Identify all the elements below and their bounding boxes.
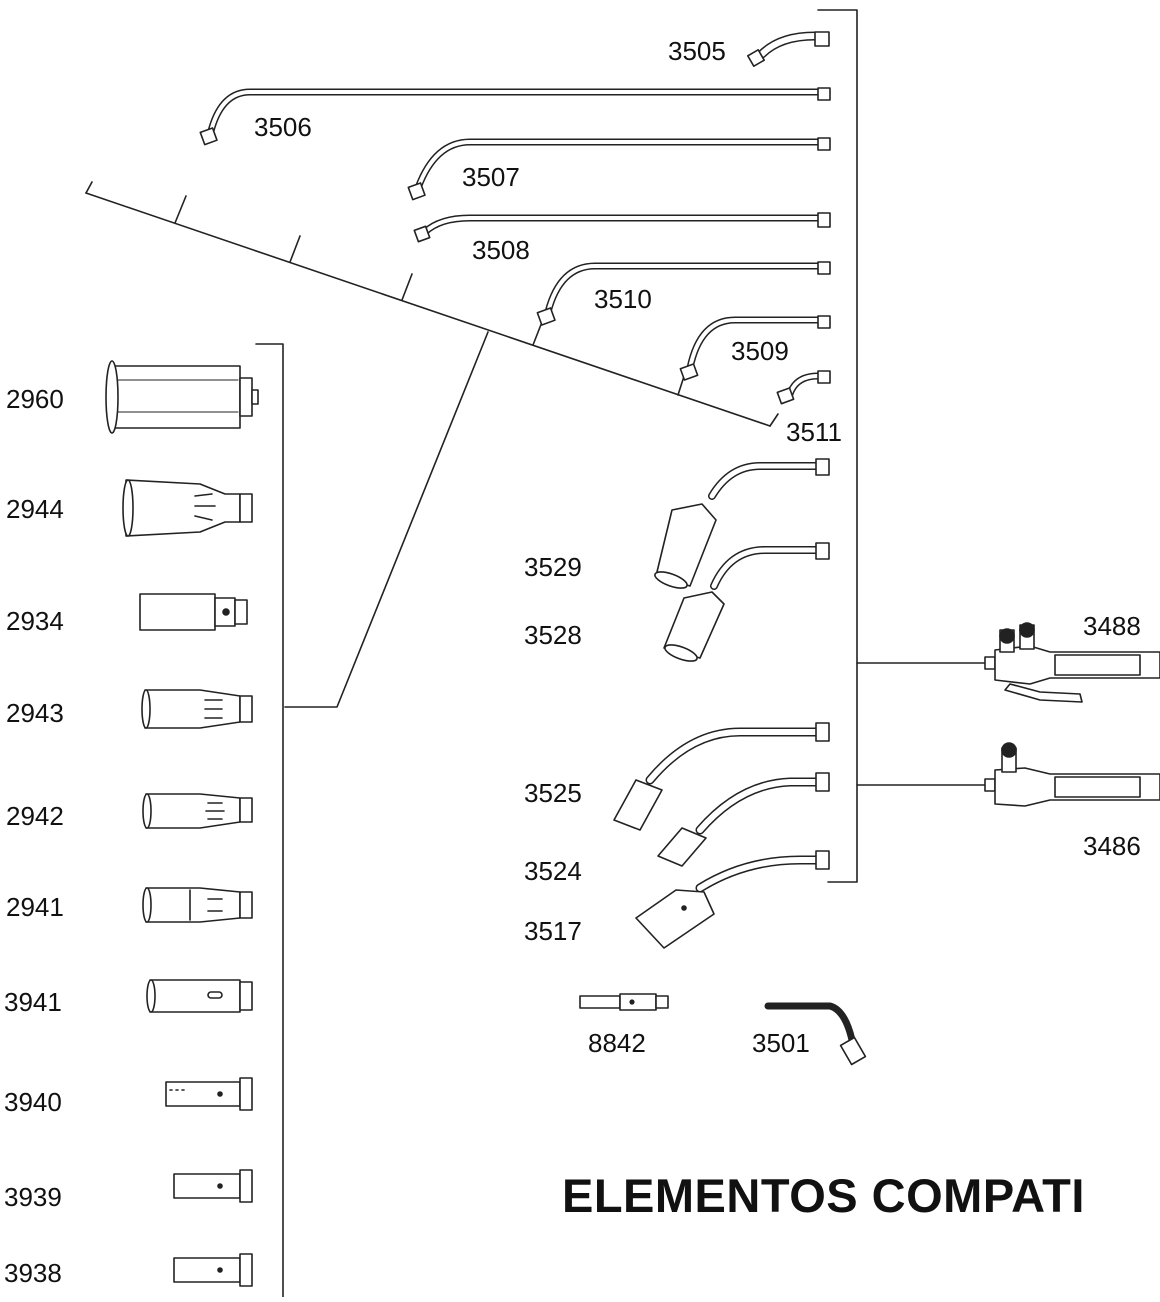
diagonal-connector: [85, 181, 779, 708]
part-3525-drawing: [613, 722, 830, 831]
label-3529: 3529: [524, 552, 582, 582]
part-3486-drawing: [984, 742, 1160, 807]
label-3939: 3939: [4, 1182, 62, 1212]
label-3940: 3940: [4, 1087, 62, 1117]
page-title: ELEMENTOS COMPATI: [562, 1169, 1085, 1222]
label-3488: 3488: [1083, 611, 1141, 641]
part-8842-drawing: [579, 993, 669, 1011]
part-3524-drawing: [657, 772, 830, 867]
label-3524: 3524: [524, 856, 582, 886]
label-2941: 2941: [6, 892, 64, 922]
label-3517: 3517: [524, 916, 582, 946]
part-3528-drawing: [663, 542, 830, 662]
part-3938-drawing: [173, 1253, 253, 1287]
part-3507-drawing: [407, 137, 831, 201]
label-2934: 2934: [6, 606, 64, 636]
label-3511: 3511: [786, 417, 842, 447]
part-2941-drawing: [142, 887, 253, 923]
part-3941-drawing: [146, 979, 253, 1013]
label-3510: 3510: [594, 284, 652, 314]
label-3941: 3941: [4, 987, 62, 1017]
label-3509: 3509: [731, 336, 789, 366]
label-8842: 8842: [588, 1028, 646, 1058]
part-2944-drawing: [122, 479, 253, 537]
label-3938: 3938: [4, 1258, 62, 1288]
part-3529-drawing: [654, 458, 830, 589]
part-3501-drawing: [764, 1002, 867, 1066]
label-3506: 3506: [254, 112, 312, 142]
label-2943: 2943: [6, 698, 64, 728]
part-2942-drawing: [142, 793, 253, 829]
part-3940-drawing: [165, 1077, 253, 1111]
part-3506-drawing: [199, 87, 831, 146]
part-2943-drawing: [141, 689, 253, 729]
part-3488-drawing: [984, 622, 1160, 703]
part-3511-drawing: [776, 370, 831, 405]
label-3501: 3501: [752, 1028, 810, 1058]
label-2944: 2944: [6, 494, 64, 524]
part-2934-drawing: [139, 593, 248, 631]
label-2942: 2942: [6, 801, 64, 831]
part-3510-drawing: [536, 261, 831, 326]
right-bracket: [817, 9, 986, 883]
part-3508-drawing: [413, 212, 831, 243]
label-3508: 3508: [472, 235, 530, 265]
part-3505-drawing: [747, 31, 830, 67]
part-3509-drawing: [679, 315, 831, 381]
label-3486: 3486: [1083, 831, 1141, 861]
part-3517-drawing: [635, 850, 830, 949]
label-3525: 3525: [524, 778, 582, 808]
part-2960-drawing: [105, 360, 259, 434]
label-3528: 3528: [524, 620, 582, 650]
label-2960: 2960: [6, 384, 64, 414]
left-bracket: [255, 343, 284, 1298]
label-3505: 3505: [668, 36, 726, 66]
label-3507: 3507: [462, 162, 520, 192]
part-3939-drawing: [173, 1169, 253, 1203]
